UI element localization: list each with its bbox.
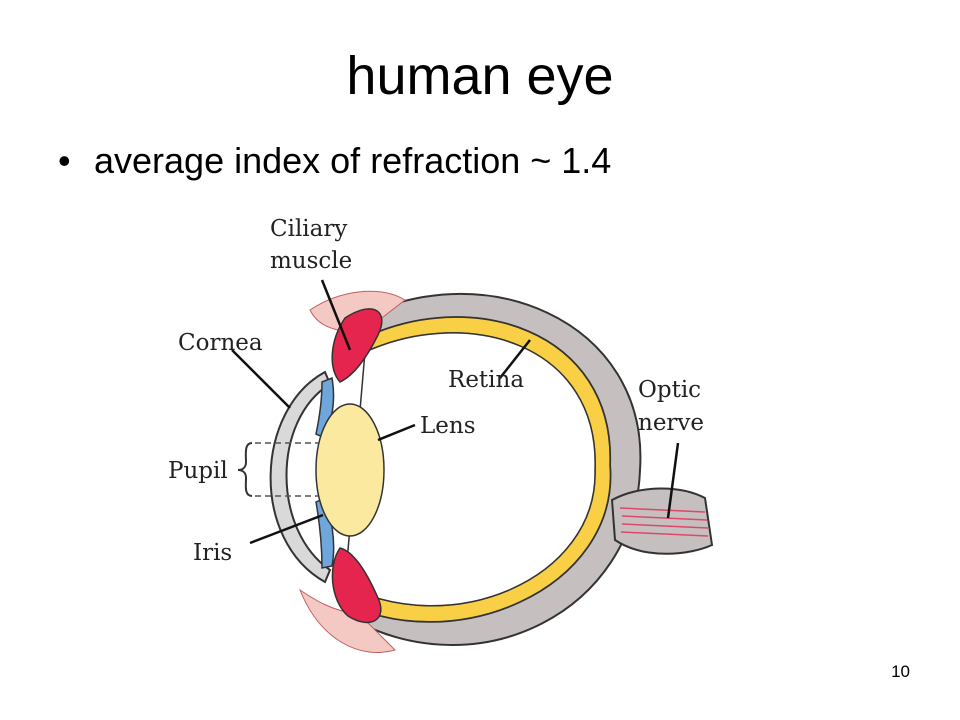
optic-nerve-fibers [619, 507, 709, 537]
lens-shape [315, 403, 385, 537]
label-ciliary-line1: Ciliary [270, 216, 347, 242]
label-retina: Retina [448, 367, 524, 393]
bullet-marker: • [58, 140, 71, 181]
slide-title: human eye [346, 46, 614, 106]
label-pupil: Pupil [168, 458, 228, 484]
label-optic-line2: nerve [638, 410, 704, 436]
label-ciliary-line2: muscle [270, 248, 352, 274]
label-optic-line1: Optic [638, 377, 701, 403]
bullet-text: average index of refraction ~ 1.4 [94, 140, 612, 181]
slide-number: 10 [891, 662, 910, 681]
pupil-brace [237, 442, 253, 497]
label-cornea: Cornea [178, 330, 263, 356]
label-lens: Lens [420, 413, 476, 439]
eye-diagram: Ciliary muscle Cornea Retina Lens Pupil … [168, 216, 714, 653]
vitreous-chamber [344, 332, 596, 607]
ciliary-muscle-upper [331, 308, 383, 383]
ciliary-muscle-lower [331, 547, 382, 624]
label-iris: Iris [193, 540, 232, 566]
bullet-item: • average index of refraction ~ 1.4 [58, 136, 611, 186]
lower-muscle [298, 588, 396, 653]
optic-nerve-shape [610, 487, 714, 555]
leader-lines [231, 279, 680, 545]
